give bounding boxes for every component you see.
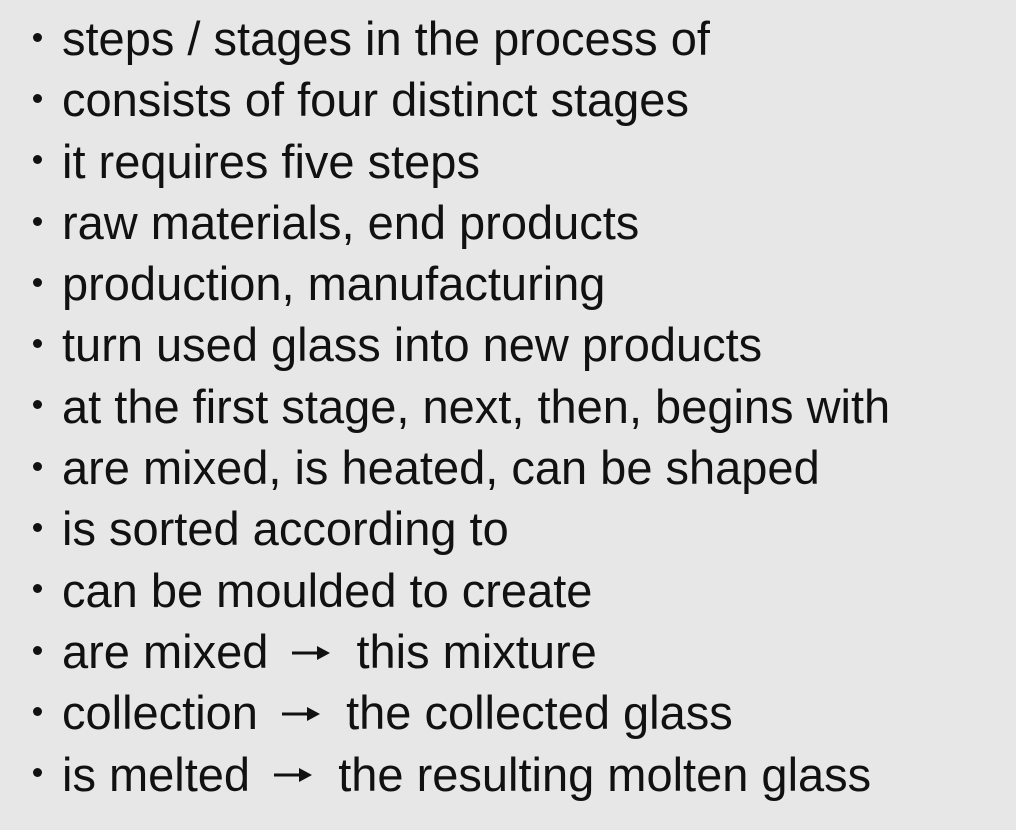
list-item-right-text: the resulting molten glass [338,747,872,801]
list-item: can be moulded to create [0,560,1016,621]
bullet-icon [33,32,42,42]
bullet-icon [33,155,42,165]
list-item-text: at the first stage, next, then, begins w… [62,379,891,433]
list-item: it requires five steps [0,131,1016,192]
list-item-text: can be moulded to create [62,563,593,617]
list-item-text: it requires five steps [62,134,480,188]
list-item: is sorted according to [0,498,1016,559]
bullet-icon [33,277,42,287]
list-item: are mixed, is heated, can be shaped [0,437,1016,498]
list-item: collection the collected glass [0,682,1016,743]
list-item: consists of four distinct stages [0,69,1016,130]
bullet-icon [33,706,42,716]
list-item-left-text: are mixed [62,624,269,678]
list-item-text: steps / stages in the process of [62,12,710,65]
list-item-right-text: this mixture [356,624,597,678]
list-item-text: consists of four distinct stages [62,73,689,127]
bullet-icon [33,216,42,226]
list-item: steps / stages in the process of [0,8,1016,69]
right-arrow-icon [282,704,321,724]
list-item: turn used glass into new products [0,314,1016,375]
right-arrow-icon [274,765,313,785]
bullet-icon [33,645,42,655]
list-item-left-text: collection [62,686,258,740]
list-item: production, manufacturing [0,253,1016,314]
list-item: raw materials, end products [0,192,1016,253]
bullet-icon [33,523,42,533]
list-item-text: raw materials, end products [62,195,640,249]
bullet-icon [33,93,42,103]
bullet-icon [33,400,42,410]
list-item-left-text: is melted [62,747,251,801]
list-item-text: is sorted according to [62,502,509,556]
list-item-right-text: the collected glass [346,686,733,740]
list-item-text: are mixed, is heated, can be shaped [62,441,820,495]
list-item-text: turn used glass into new products [62,318,763,372]
list-item-text: production, manufacturing [62,257,606,311]
bullet-icon [33,584,42,594]
bullet-icon [33,339,42,349]
bullet-icon [33,768,42,778]
phrase-list: steps / stages in the process of consist… [0,8,1016,805]
list-item: are mixed this mixture [0,621,1016,682]
list-item: at the first stage, next, then, begins w… [0,376,1016,437]
right-arrow-icon [292,643,331,663]
list-item: is melted the resulting molten glass [0,744,1016,805]
bullet-icon [33,461,42,471]
